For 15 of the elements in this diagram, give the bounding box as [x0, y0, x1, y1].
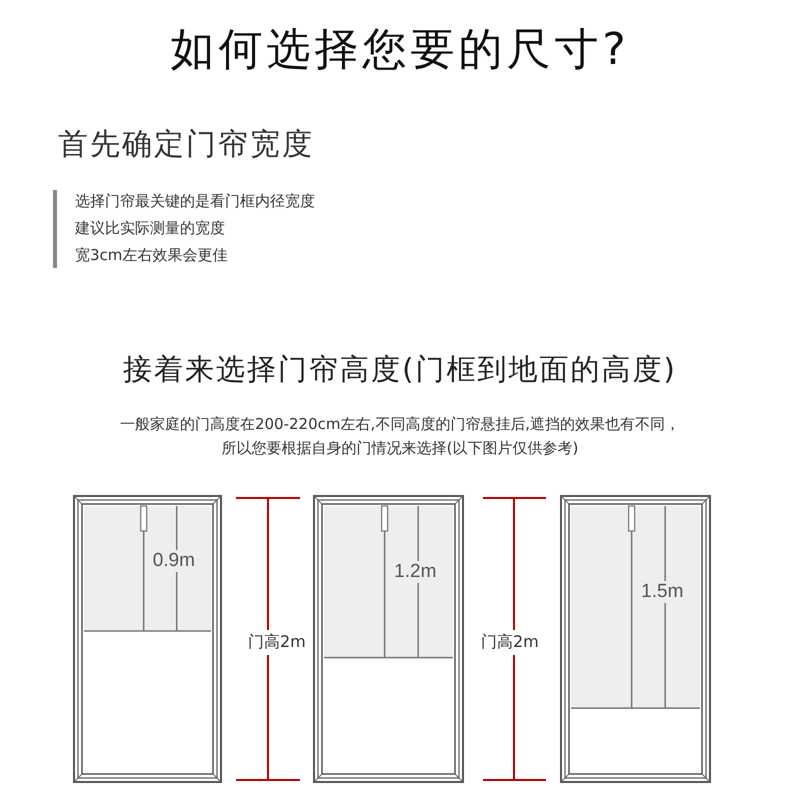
size-label: 1.5m — [641, 580, 684, 603]
note-text: 选择门帘最关键的是看门框内径宽度 — [75, 192, 315, 211]
description-text: 一般家庭的门高度在200-220cm左右,不同高度的门帘悬挂后,遮挡的效果也有不同，所以您要根据自身的门情况来选择(以下图片仅供参考) — [118, 414, 682, 459]
title-heading: 如何选择您要的尺寸? — [169, 23, 631, 77]
size-label: 1.2m — [394, 560, 436, 583]
dimension-label: 门高2m — [248, 630, 306, 655]
note-text: 建议比实际测量的宽度 — [75, 219, 225, 238]
size-label: 0.9m — [152, 550, 195, 572]
door-drawing — [560, 495, 711, 783]
door-drawing — [73, 495, 222, 783]
dimension-label: 门高2m — [481, 630, 539, 655]
door-drawing — [313, 495, 464, 783]
note-text: 宽3cm左右效果会更佳 — [75, 246, 228, 265]
section-heading: 首先确定门帘宽度 — [58, 126, 314, 164]
section-heading: 接着来选择门帘高度(门框到地面的高度) — [122, 351, 678, 388]
